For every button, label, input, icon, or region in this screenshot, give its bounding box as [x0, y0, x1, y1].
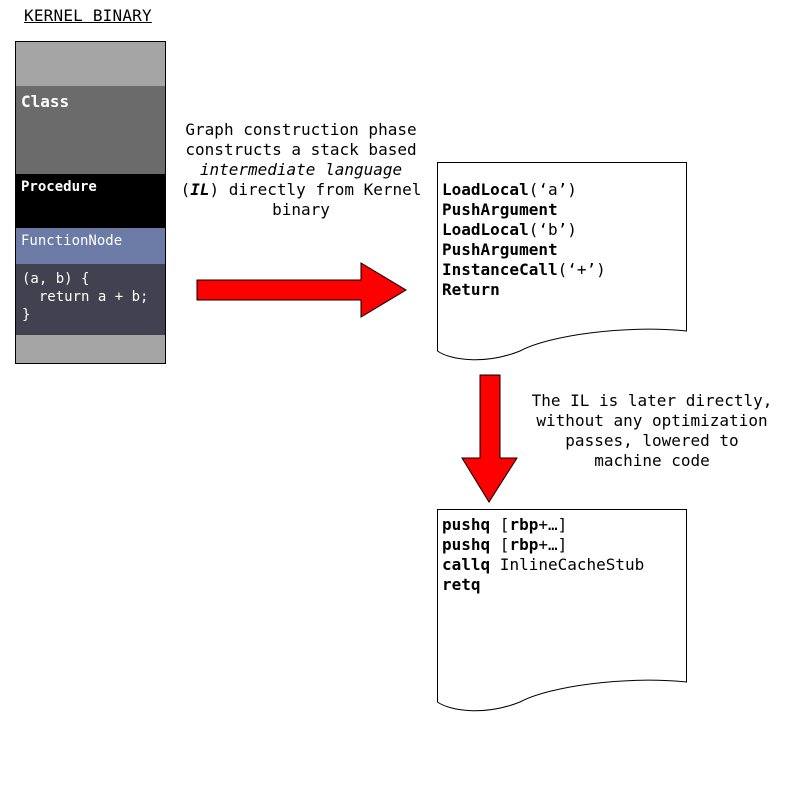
description-line: machine code	[594, 451, 710, 470]
description-line: without any optimization	[536, 411, 768, 430]
il-instruction-line: LoadLocal(‘b’)	[442, 220, 606, 240]
asm-instruction-line: pushq [rbp+…]	[442, 515, 644, 535]
il-opcode: Return	[442, 280, 500, 299]
asm-register: rbp	[509, 535, 539, 554]
il-argument: (‘+’)	[557, 260, 606, 279]
kernel-binary-stack: Class Procedure FunctionNode (a, b) { re…	[15, 41, 166, 364]
asm-operand: +…]	[538, 535, 568, 554]
description-line: binary	[272, 200, 330, 219]
asm-register: rbp	[509, 515, 539, 534]
kernel-segment-procedure: Procedure	[16, 174, 165, 228]
il-instruction-line: PushArgument	[442, 200, 606, 220]
il-argument: (‘b’)	[528, 220, 577, 239]
asm-opcode: retq	[442, 575, 481, 594]
kernel-binary-title: KERNEL BINARY	[24, 6, 152, 25]
description-line: (IL) directly from Kernel	[176, 180, 426, 200]
il-opcode: InstanceCall	[442, 260, 558, 279]
asm-opcode: pushq	[442, 535, 491, 554]
asm-instruction-line: callq InlineCacheStub	[442, 555, 644, 575]
description-line: The IL is later directly,	[531, 391, 773, 410]
asm-opcode: callq	[442, 555, 491, 574]
il-instruction-line: Return	[442, 280, 606, 300]
asm-instruction-line: retq	[442, 575, 644, 595]
kernel-segment-header	[16, 42, 165, 86]
asm-instruction-line: pushq [rbp+…]	[442, 535, 644, 555]
asm-opcode: pushq	[442, 515, 491, 534]
kernel-segment-code: (a, b) { return a + b; }	[16, 264, 165, 335]
down-arrow-icon	[461, 374, 518, 503]
code-line: }	[22, 307, 31, 323]
description-text: ) directly from Kernel	[209, 180, 422, 199]
il-document-shape	[437, 162, 687, 361]
il-opcode: LoadLocal	[442, 220, 529, 239]
description-line: intermediate language	[176, 160, 426, 180]
il-argument: (‘a’)	[528, 180, 577, 199]
description-line: Graph construction phase	[185, 120, 417, 139]
il-instruction-line: LoadLocal(‘a’)	[442, 180, 606, 200]
code-line: return a + b;	[22, 289, 149, 305]
asm-document-shape	[437, 509, 687, 712]
description-italic: intermediate language	[199, 160, 403, 179]
graph-construction-description: Graph construction phase constructs a st…	[176, 120, 426, 220]
description-line: passes, lowered to	[565, 431, 739, 450]
kernel-segment-class: Class	[16, 86, 165, 174]
asm-operand: InlineCacheStub	[490, 555, 645, 574]
lowering-description: The IL is later directly, without any op…	[524, 391, 780, 471]
il-opcode: LoadLocal	[442, 180, 529, 199]
description-line: constructs a stack based	[185, 140, 417, 159]
asm-operand: [	[490, 535, 510, 554]
il-instruction-line: PushArgument	[442, 240, 606, 260]
kernel-segment-function-node: FunctionNode	[16, 228, 165, 264]
il-opcode: PushArgument	[442, 240, 558, 259]
description-abbreviation: IL	[190, 180, 210, 199]
description-text: (	[180, 180, 191, 199]
il-opcode: PushArgument	[442, 200, 558, 219]
il-instruction-line: InstanceCall(‘+’)	[442, 260, 606, 280]
asm-document: pushq [rbp+…]pushq [rbp+…]callq InlineCa…	[442, 515, 644, 595]
asm-operand: [	[490, 515, 510, 534]
right-arrow-icon	[196, 262, 407, 318]
kernel-segment-footer	[16, 335, 165, 363]
asm-operand: +…]	[538, 515, 568, 534]
code-line: (a, b) {	[22, 271, 90, 287]
